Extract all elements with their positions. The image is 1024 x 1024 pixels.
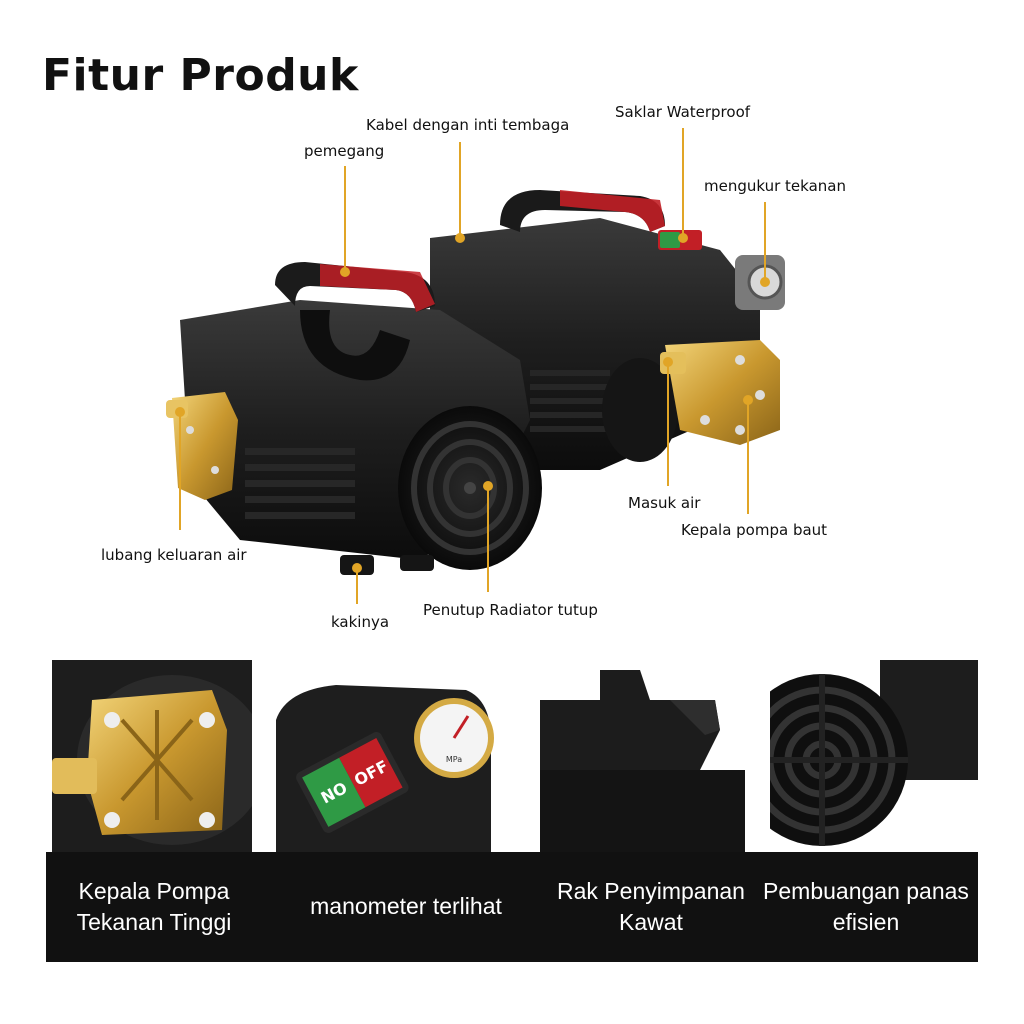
front-pump-unit — [166, 262, 542, 575]
callout-cable: Kabel dengan inti tembaga — [366, 116, 570, 134]
callout-radiator: Penutup Radiator tutup — [423, 601, 598, 619]
callout-gauge: mengukur tekanan — [704, 177, 846, 195]
front-fan-cover — [398, 406, 542, 570]
callout-pump-head: Kepala pompa baut — [681, 521, 828, 539]
callout-switch: Saklar Waterproof — [615, 103, 751, 121]
callout-handle: pemegang — [304, 142, 385, 160]
panel-manometer-image: NO OFF MPa — [276, 660, 506, 852]
caption-heat-dissipation: Pembuangan panas efisien — [763, 877, 969, 935]
feature-panels: NO OFF MPa — [46, 660, 978, 962]
callout-outlet: lubang keluaran air — [101, 546, 247, 564]
panel-wire-storage-image — [540, 660, 745, 852]
pressure-gauge-icon: MPa — [414, 698, 494, 778]
caption-pump-head: Kepala Pompa Tekanan Tinggi — [76, 877, 232, 935]
callout-feet: kakinya — [331, 613, 390, 631]
panel-pump-head-image — [52, 660, 252, 852]
callout-inlet: Masuk air — [628, 494, 701, 512]
callout-lines — [175, 128, 770, 604]
back-pump-head — [660, 340, 780, 445]
gauge-unit: MPa — [446, 755, 462, 764]
panel-heat-dissipation-image — [770, 660, 978, 852]
product-illustration — [166, 128, 785, 604]
caption-wire-storage: Rak Penyimpanan Kawat — [557, 877, 745, 935]
page-title: Fitur Produk — [42, 50, 359, 101]
caption-manometer: manometer terlihat — [310, 893, 502, 920]
caption-bar: Kepala Pompa Tekanan Tinggi manometer te… — [46, 852, 978, 962]
